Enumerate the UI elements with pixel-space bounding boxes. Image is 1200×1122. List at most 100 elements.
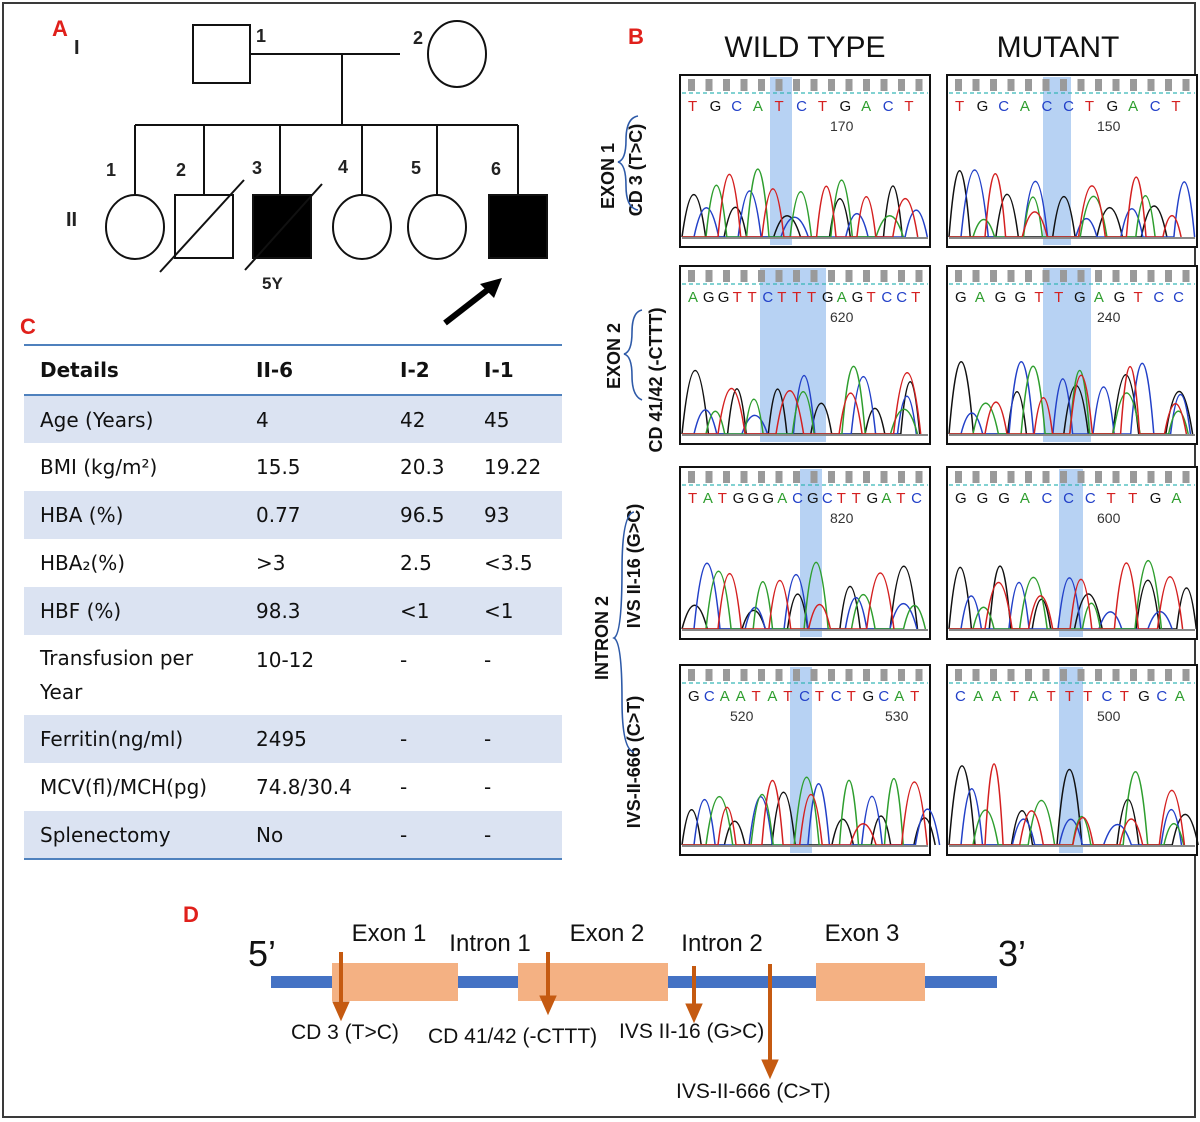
arrow-down-icon [539, 995, 557, 1016]
base-call: T [1134, 289, 1143, 306]
base-call: G [955, 490, 967, 507]
base-call: C [1156, 688, 1167, 705]
base-call: T [718, 490, 727, 507]
trace-peaks [949, 788, 1183, 846]
base-call: G [1138, 688, 1150, 705]
pedigree-number-i2: 2 [413, 28, 423, 48]
region-label-exon3: Exon 3 [825, 920, 900, 947]
base-call: C [1063, 490, 1074, 507]
row-label: MCV(fl)/MCH(pg) [40, 775, 208, 799]
table-row: Splenectomy No - - [24, 811, 562, 859]
pedigree-affected-male-ii3 [252, 194, 312, 259]
pedigree-female-i2 [427, 20, 487, 88]
base-call: C [1101, 688, 1112, 705]
table-row: Age (Years) 4 42 45 [24, 395, 562, 443]
base-call: T [807, 289, 816, 306]
table-row: Transfusion per Year 10-12 - - [24, 635, 562, 715]
bracket-intron2 [612, 511, 635, 753]
table-header-row: Details II-6 I-2 I-1 [24, 344, 562, 396]
base-call: T [852, 490, 861, 507]
base-call: C [883, 98, 894, 115]
base-call: A [861, 98, 871, 115]
pedigree-number-ii5: 5 [411, 158, 421, 178]
base-call: G [688, 688, 700, 705]
base-call: T [748, 289, 757, 306]
pedigree-female-ii4 [332, 194, 392, 260]
base-call: G [852, 289, 864, 306]
trace-peaks [682, 572, 895, 630]
cell-i1: - [484, 775, 492, 799]
cell-ii6: >3 [256, 551, 286, 575]
group-label-exon2: EXON 2 [604, 323, 624, 389]
base-call: T [896, 490, 905, 507]
row-label: Ferritin(ng/ml) [40, 727, 184, 751]
exon2-box [518, 963, 668, 1001]
base-call: C [831, 688, 842, 705]
generation-label-i: I [74, 37, 80, 59]
cell-i1: <1 [484, 599, 514, 623]
position-number: 600 [1097, 510, 1121, 526]
cell-ii6: 4 [256, 407, 269, 432]
pedigree-number-ii2: 2 [176, 160, 186, 180]
arrow-down-icon [332, 1001, 350, 1022]
base-call: T [777, 289, 786, 306]
header-details: Details [24, 344, 240, 396]
clinical-details-table: Details II-6 I-2 I-1 Age (Years) 4 42 45… [24, 344, 562, 860]
base-call: C [799, 688, 810, 705]
base-call: C [1063, 98, 1074, 115]
cell-i1: 19.22 [484, 455, 542, 479]
pedigree-number-i1: 1 [256, 26, 266, 46]
base-call: C [998, 98, 1009, 115]
base-call: T [792, 289, 801, 306]
cell-i1: 93 [484, 503, 510, 527]
base-call: C [796, 98, 807, 115]
base-call: A [777, 490, 787, 507]
bracket-exon1 [617, 115, 639, 211]
base-call: T [1085, 98, 1094, 115]
base-call: G [1114, 289, 1126, 306]
row-label: Splenectomy [40, 822, 171, 847]
base-call: T [688, 98, 697, 115]
cell-ii6: 2495 [256, 727, 307, 751]
proband-arrow-shaft [443, 285, 492, 326]
trace-peaks [682, 190, 929, 238]
table-row: MCV(fl)/MCH(pg) 74.8/30.4 - - [24, 763, 562, 811]
base-call: A [992, 688, 1002, 705]
trace-peaks [681, 185, 904, 238]
base-call: G [733, 490, 745, 507]
panel-label-c: C [20, 314, 36, 339]
cell-i2: <1 [400, 599, 430, 623]
region-label-intron1: Intron 1 [449, 930, 530, 957]
base-call: T [1054, 289, 1063, 306]
trace-peaks [948, 565, 1198, 630]
cell-ii6: No [256, 822, 284, 847]
base-call: A [1128, 98, 1138, 115]
base-call: C [704, 688, 715, 705]
base-call: A [973, 688, 983, 705]
base-call: T [847, 688, 856, 705]
base-call: T [1083, 688, 1092, 705]
group-label-exon1: EXON 1 [598, 143, 618, 209]
base-call: T [1010, 688, 1019, 705]
table-row: HBA₂(%) >3 2.5 <3.5 [24, 539, 562, 587]
generation-label-ii: II [66, 209, 77, 231]
pedigree-lines [134, 53, 519, 195]
row-label: HBF (%) [40, 599, 122, 623]
base-call: T [815, 688, 824, 705]
base-call: G [822, 289, 834, 306]
mutation-label-ivs16: IVS II-16 (G>C) [619, 1020, 764, 1043]
base-call: T [1034, 289, 1043, 306]
mutation-label-cd3: CD 3 (T>C) [291, 1021, 399, 1044]
wild-type-header: WILD TYPE [724, 31, 885, 64]
cell-i2: 42 [400, 407, 426, 432]
pedigree-male-ii2-deceased [174, 194, 234, 259]
panel-label-a: A [52, 16, 68, 41]
region-label-intron2: Intron 2 [681, 930, 762, 957]
base-call: A [703, 490, 713, 507]
trace-peaks [682, 783, 941, 846]
table-row: BMI (kg/m²) 15.5 20.3 19.22 [24, 443, 562, 491]
